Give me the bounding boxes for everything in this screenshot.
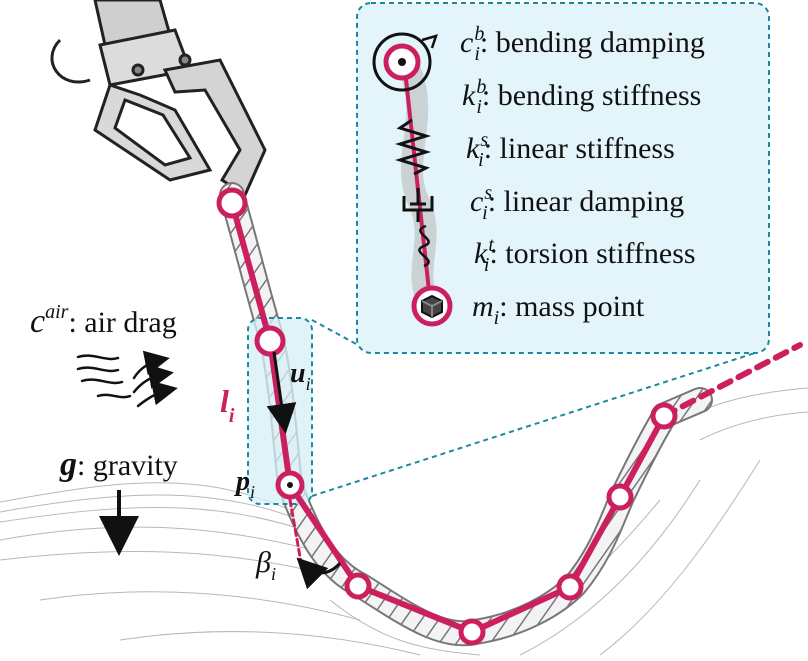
link-chain [229, 200, 803, 636]
callout-connector-top [311, 319, 359, 346]
node-point [216, 187, 248, 219]
node-point [650, 402, 678, 430]
spring-icon [394, 118, 432, 176]
label-twist: βi [255, 546, 276, 584]
torsion-spring-icon [418, 224, 430, 268]
robot-gripper-icon [50, 0, 267, 198]
rotation-arrow-icon [296, 557, 342, 590]
node-point [606, 483, 634, 511]
label-direction: ui [290, 358, 311, 394]
air-flow-icon [76, 350, 178, 408]
mass-cube-icon [421, 294, 443, 319]
parameter-callout [356, 2, 770, 354]
node-point [458, 618, 486, 646]
label-air-drag: cair: air drag [30, 301, 177, 340]
node-point [254, 325, 286, 357]
node-point [556, 573, 584, 601]
label-gravity: g: gravity [59, 446, 178, 483]
direction-arrow [266, 351, 297, 434]
label-segment-length: li [220, 383, 235, 427]
label-position: pi [234, 466, 255, 502]
callout-connector-bottom [311, 351, 759, 497]
node-points [216, 187, 678, 646]
label-mass-point: mi: mass point [472, 290, 645, 329]
damper-icon [402, 188, 434, 222]
node-point [344, 572, 372, 600]
bending-damper-icon [372, 32, 432, 92]
